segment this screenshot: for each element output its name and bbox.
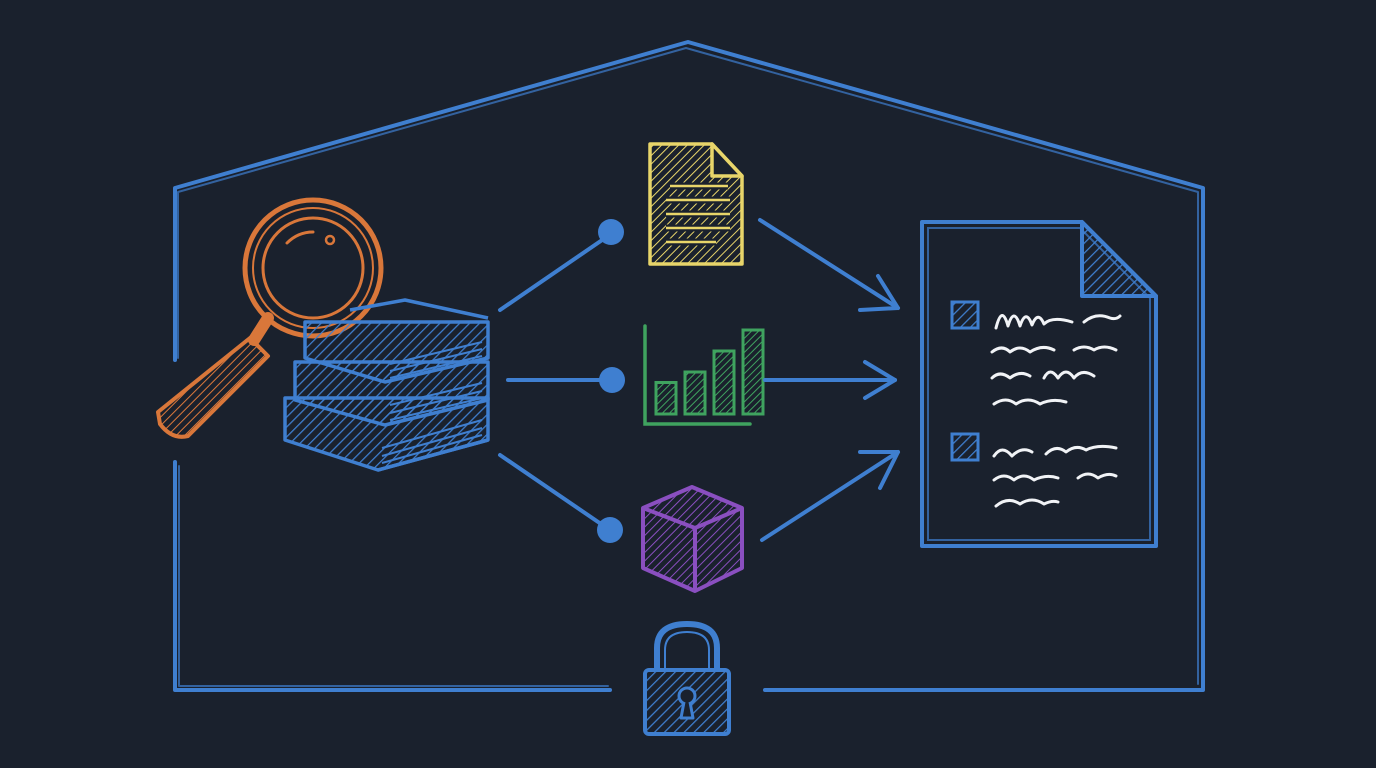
connector-middle-left [506, 367, 625, 393]
cube-icon [641, 485, 744, 593]
arrow-middle-right [763, 360, 897, 400]
padlock-icon [643, 621, 731, 736]
chart-bar [741, 328, 765, 416]
house-frame [173, 40, 1205, 692]
chart-bar [683, 370, 707, 416]
bar-chart-icon [643, 324, 765, 426]
connector-top-left [498, 219, 624, 312]
report-document-icon [920, 220, 1158, 548]
book-stack-icon [283, 298, 490, 472]
connector-bottom-left [498, 453, 623, 543]
document-icon [648, 142, 744, 266]
chart-bar [712, 349, 736, 416]
chart-bar [654, 381, 678, 416]
arrow-bottom-right [760, 450, 900, 542]
arrow-top-right [758, 218, 900, 312]
